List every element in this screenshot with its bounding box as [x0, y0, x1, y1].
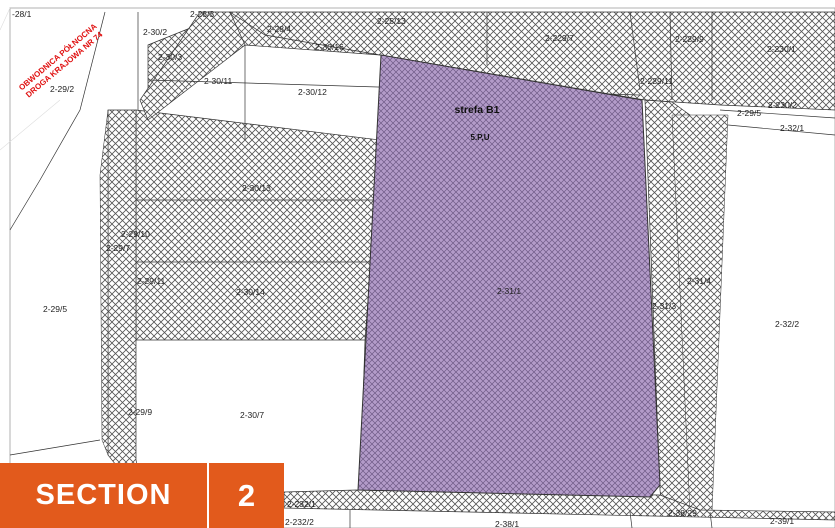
zone-b1-area	[357, 54, 661, 498]
parcel-label: 2-30/3	[158, 52, 182, 62]
parcel-label: 2-30/11	[204, 76, 232, 86]
parcel-label: 2-29/10	[121, 229, 150, 239]
parcel-label: 2-30/12	[298, 87, 327, 97]
parcel-label: 2-31/1	[497, 286, 521, 296]
parcel-label: 2-229/9	[675, 34, 704, 44]
parcel-label: 2-230/1	[767, 44, 796, 54]
parcel-label: 2-232/1	[287, 499, 316, 509]
parcel-label: 2-31/3	[652, 301, 676, 311]
parcel-label: 2-31/4	[687, 276, 711, 286]
parcel-label: 2-29/5	[737, 108, 761, 118]
parcel-label: 2-38/29	[668, 508, 697, 518]
map-frame	[9, 7, 835, 528]
parcel-label: 2-30/13	[242, 183, 271, 193]
section-divider	[207, 463, 209, 528]
parcel-label: 2-30/7	[240, 410, 264, 420]
parcel-label: 2-28/4	[267, 24, 291, 34]
parcel-label: 2-30/2	[143, 27, 167, 37]
zone-code: 5.P,U	[471, 133, 490, 142]
parcel-label: 2-229/11	[640, 76, 673, 86]
parcel-label: 2-29/2	[50, 84, 74, 94]
parcel-label: 2-38/1	[495, 519, 519, 528]
parcel-label: 2-232/2	[285, 517, 314, 527]
parcel-label: 2-39/1	[770, 516, 794, 526]
section-number: 2	[237, 477, 256, 513]
parcel-label: 2-229/7	[545, 33, 574, 43]
parcel-label: 2-32/1	[780, 123, 804, 133]
parcel-label: 2-25/13	[377, 16, 406, 26]
parcel-label: 2-230/2	[768, 100, 797, 110]
parcel-label: 2-29/11	[137, 276, 165, 286]
zone-name: strefa B1	[455, 104, 500, 116]
hatched-area	[99, 11, 835, 521]
section-badge: SECTION 2	[0, 463, 284, 528]
parcel-labels: -28/1 2-30/2 2-28/3 2-25/13 2-28/4 2-30/…	[12, 9, 804, 528]
parcel-label: 2-29/9	[128, 407, 152, 417]
parcel-label: 2-29/7	[106, 243, 130, 253]
section-label: SECTION	[35, 479, 172, 511]
parcel-label: 2-28/3	[190, 9, 214, 19]
parcel-label: 2-32/2	[775, 319, 799, 329]
parcel-label: -28/1	[12, 9, 32, 19]
parcel-label: 2-29/5	[43, 304, 67, 314]
parcel-label: 2-30/16	[315, 42, 344, 52]
parcel-label: 2-30/14	[236, 287, 265, 297]
